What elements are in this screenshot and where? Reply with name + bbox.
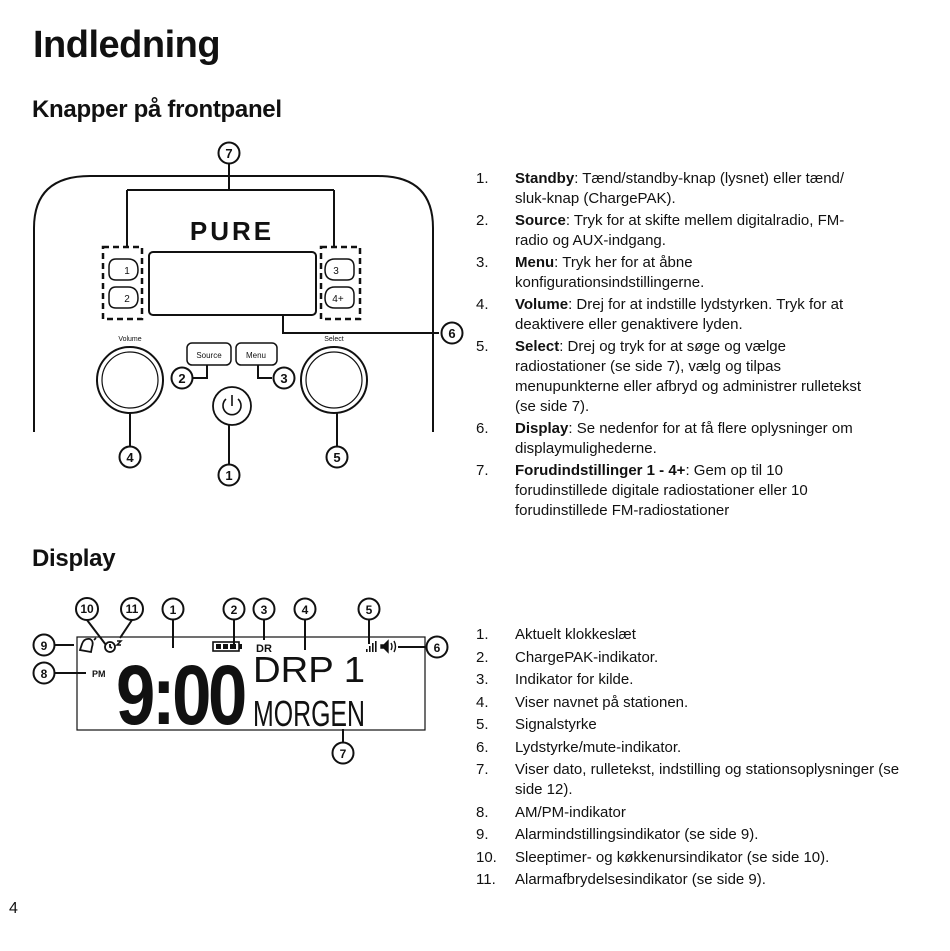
lcd-callout-circle-5: [357, 597, 381, 621]
lcd-callout-circle-4: [293, 597, 317, 621]
radio-display-screen: [148, 251, 317, 316]
preset-label-4plus: 4+: [332, 294, 344, 305]
callout-number-7: 7: [225, 146, 232, 161]
lcd-callout-number-6: 6: [434, 641, 441, 655]
list-item: 1.Standby: Tænd/standby-knap (lysnet) el…: [476, 170, 845, 207]
alarm-bell-icon: [78, 637, 97, 654]
callout-circle-4: [118, 445, 142, 469]
list-item: 4.Viser navnet på stationen.: [476, 693, 689, 711]
alarm-snooze-icon: [115, 640, 123, 646]
lcd-callout-circle-1: [161, 597, 185, 621]
list-item: 7.Forudindstillinger 1 - 4+: Gem op til …: [476, 462, 808, 519]
callout-number-1: 1: [225, 468, 232, 483]
lcd-callout-circle-10: [75, 597, 99, 621]
callout-circle-2: [170, 366, 194, 390]
lcd-callout-number-10: 10: [80, 602, 94, 616]
preset-label-2: 2: [124, 294, 130, 305]
front-panel-list: 1.Standby: Tænd/standby-knap (lysnet) el…: [476, 169, 877, 523]
callout-number-4: 4: [126, 450, 134, 465]
radio-body-outline: [33, 175, 434, 432]
lcd-callout-circle-8: [32, 661, 56, 685]
volume-speaker-icon: [380, 639, 397, 654]
page-title: Indledning: [33, 24, 221, 66]
station-name: DRP 1: [253, 649, 365, 690]
list-item: 11.Alarmafbrydelsesindikator (se side 9)…: [476, 871, 766, 888]
scrolling-text-line: MORGEN: [253, 693, 365, 734]
list-item: 6.Lydstyrke/mute-indikator.: [476, 738, 682, 756]
list-item: 3.Indikator for kilde.: [476, 671, 634, 688]
select-knob: [300, 346, 368, 414]
lcd-callout-number-2: 2: [231, 603, 238, 617]
lcd-callout-number-11: 11: [126, 602, 139, 616]
list-item: 10.Sleeptimer- og køkkenursindikator (se…: [476, 848, 830, 866]
callout-number-5: 5: [333, 450, 340, 465]
source-button-outline: [186, 342, 232, 366]
preset-group-right: [319, 245, 362, 321]
list-item: 6.Display: Se nedenfor for at få flere o…: [476, 420, 853, 457]
callout-circle-3: [272, 366, 296, 390]
lcd-frame: [76, 636, 426, 731]
brand-logo: PURE: [190, 216, 274, 246]
lcd-callout-circle-3: [252, 597, 276, 621]
lcd-callout-number-9: 9: [41, 639, 48, 653]
standby-button: [212, 386, 252, 426]
list-item: 9.Alarmindstillingsindikator (se side 9)…: [476, 826, 759, 843]
preset-label-1: 1: [124, 266, 130, 277]
callout-circle-1: [217, 463, 241, 487]
lcd-callout-circle-11: [120, 597, 144, 621]
lcd-callout-number-8: 8: [41, 667, 48, 681]
select-knob-inner: [305, 351, 363, 409]
chargepak-battery-icon: [212, 641, 242, 652]
list-item: 8.AM/PM-indikator: [476, 803, 626, 821]
list-item: 7.Viser dato, rulletekst, indstilling og…: [476, 761, 900, 798]
sleep-timer-icon: [104, 641, 116, 653]
callout-circle-5: [325, 445, 349, 469]
menu-button-outline: [235, 342, 278, 366]
pm-indicator: PM: [92, 669, 106, 679]
preset-button-3: [324, 258, 355, 281]
list-item: 5.Signalstyrke: [476, 716, 597, 733]
signal-strength-icon: [366, 641, 377, 652]
lcd-callout-circle-7: [331, 741, 355, 765]
preset-button-1: [108, 258, 139, 281]
select-label: Select: [324, 336, 344, 343]
menu-button-label: Menu: [246, 351, 266, 360]
callout-circle-7: [217, 141, 241, 165]
preset-button-4plus: [324, 286, 355, 309]
list-item: 4.Volume: Drej for at indstille lydstyrk…: [476, 296, 844, 333]
lcd-callout-circle-2: [222, 597, 246, 621]
preset-group-left: [101, 245, 144, 321]
display-list: 1.Aktuelt klokkeslæt 2.ChargePAK-indikat…: [476, 625, 915, 893]
callout-number-3: 3: [280, 371, 287, 386]
power-icon: [222, 398, 242, 416]
callout-circle-6: [440, 321, 464, 345]
preset-label-3: 3: [333, 266, 339, 277]
volume-knob-inner: [101, 351, 159, 409]
lcd-callout-number-5: 5: [366, 603, 373, 617]
lcd-time: 9:00: [116, 648, 245, 742]
callout-number-2: 2: [178, 371, 185, 386]
source-indicator: DR: [256, 643, 272, 655]
list-item: 5.Select: Drej og tryk for at søge og væ…: [476, 338, 862, 415]
lcd-callout-number-3: 3: [261, 603, 268, 617]
lcd-callout-number-4: 4: [302, 603, 309, 617]
list-item: 2.ChargePAK-indikator.: [476, 648, 659, 666]
list-item: 2.Source: Tryk for at skifte mellem digi…: [476, 212, 845, 249]
section-heading-front-panel: Knapper på frontpanel: [32, 96, 282, 123]
list-item: 3.Menu: Tryk her for at åbne konfigurati…: [476, 254, 705, 291]
callout-number-6: 6: [448, 326, 455, 341]
list-item: 1.Aktuelt klokkeslæt: [476, 626, 636, 643]
lcd-callout-number-1: 1: [170, 603, 177, 617]
lcd-callout-number-7: 7: [340, 747, 347, 761]
volume-knob: [96, 346, 164, 414]
preset-button-2: [108, 286, 139, 309]
volume-label: Volume: [118, 336, 141, 343]
lcd-callout-circle-9: [32, 633, 56, 657]
section-heading-display: Display: [32, 545, 116, 572]
lcd-callout-circle-6: [425, 635, 449, 659]
page-number: 4: [9, 900, 18, 917]
source-button-label: Source: [196, 351, 222, 360]
